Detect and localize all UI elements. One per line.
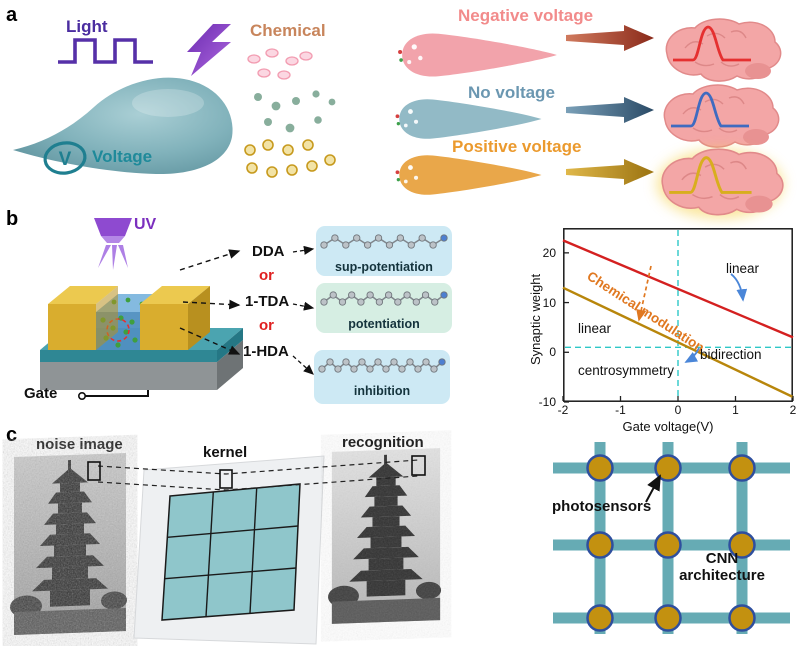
effect-label-inhibition: inhibition [353, 384, 411, 398]
cnn-architecture-label: CNN architecture [662, 550, 782, 584]
droplet-negative [398, 33, 557, 77]
molecule-hda-label: 1-HDA [243, 343, 289, 360]
negative-voltage-label: Negative voltage [458, 6, 594, 25]
uv-label: UV [134, 216, 157, 233]
molecule-panel-hda: inhibition [314, 350, 450, 404]
brain-neutral [663, 84, 780, 148]
effect-label-potentiation: potentiation [348, 317, 420, 331]
molecule-chain-tda [320, 291, 448, 306]
positive-voltage-label: Positive voltage [452, 137, 582, 156]
voltage-icon-letter: V [59, 149, 72, 170]
molecule-panel-tda: potentiation [316, 283, 452, 333]
panel-b-label: b [6, 208, 19, 230]
plot-canvas [562, 228, 794, 403]
chemical-dots [244, 48, 336, 178]
annotation-linear-lower: linear [578, 321, 612, 336]
x-axis-title: Gate voltage(V) [622, 419, 714, 434]
voltage-arrows [566, 25, 654, 185]
label-to-panel-arrows [292, 245, 315, 375]
patch-marker-noise [87, 461, 101, 481]
cnn-label-line1: CNN [705, 550, 739, 567]
x-tick-label: 0 [674, 403, 682, 417]
molecule-tda-label: 1-TDA [245, 293, 290, 310]
gate-label: Gate [24, 385, 58, 402]
gate-terminal-icon [77, 392, 86, 401]
crossbar-array [553, 442, 790, 634]
x-tick-label: -2 [557, 403, 569, 417]
y-tick-label: 10 [542, 295, 556, 310]
lightning-icon [187, 24, 231, 76]
axon-terminal-shape [13, 77, 233, 175]
y-tick-label: -10 [538, 395, 556, 409]
arrow-neutral-icon [566, 97, 654, 123]
x-tick-label: 2 [789, 403, 797, 417]
no-voltage-label: No voltage [468, 83, 555, 102]
patch-marker-recognition [411, 455, 426, 476]
x-tick-label: 1 [732, 403, 739, 417]
noise-image-label: noise image [36, 436, 123, 453]
brain-positive [656, 148, 784, 219]
effect-label-sup-potentiation: sup-potentiation [335, 260, 433, 274]
plot-annotation-arrows [636, 265, 748, 363]
voltage-label: Voltage [92, 147, 153, 166]
annotation-bidirection: bidirection [700, 347, 762, 362]
uv-lamp-icon [94, 218, 132, 270]
photosensor-nodes [586, 454, 756, 632]
or-label-2: or [259, 317, 274, 334]
brain-negative [665, 18, 782, 82]
y-tick-label: 0 [549, 345, 556, 360]
recognition-label: recognition [342, 434, 424, 451]
panel-a-label: a [6, 4, 18, 26]
chemical-label: Chemical [250, 21, 326, 40]
annotation-centrosymmetry: centrosymmetry [578, 363, 675, 378]
voltage-icon: V [43, 141, 87, 175]
panel-c-connectors [87, 455, 661, 503]
y-tick-label: 20 [542, 245, 556, 260]
molecule-panel-dda: sup-potentiation [316, 226, 452, 276]
photosensors-label: photosensors [552, 498, 652, 515]
device-to-label-arrows [179, 249, 241, 355]
light-waveform-icon [58, 38, 153, 64]
photosensors-arrow [645, 474, 661, 503]
or-label-1: or [259, 267, 274, 284]
molecule-chain-hda [318, 358, 446, 373]
annotation-linear-upper: linear [726, 261, 760, 276]
droplet-positive [395, 155, 542, 195]
arrow-positive-icon [566, 159, 654, 185]
patch-marker-kernel [219, 469, 233, 489]
light-label: Light [66, 17, 108, 36]
noise-image [10, 453, 127, 636]
kernel-plane [133, 455, 325, 645]
kernel-label: kernel [203, 444, 248, 461]
molecule-chain-dda [320, 234, 448, 249]
y-axis-title: Synaptic weight [528, 273, 543, 365]
cnn-label-line2: architecture [679, 566, 765, 584]
arrow-negative-icon [566, 25, 654, 51]
molecule-dda-label: DDA [252, 243, 285, 260]
x-tick-label: -1 [615, 403, 626, 417]
recognition-image [328, 448, 442, 625]
droplet-neutral [395, 99, 542, 139]
electrode-left [48, 286, 118, 350]
panel-c-label: c [6, 424, 18, 446]
